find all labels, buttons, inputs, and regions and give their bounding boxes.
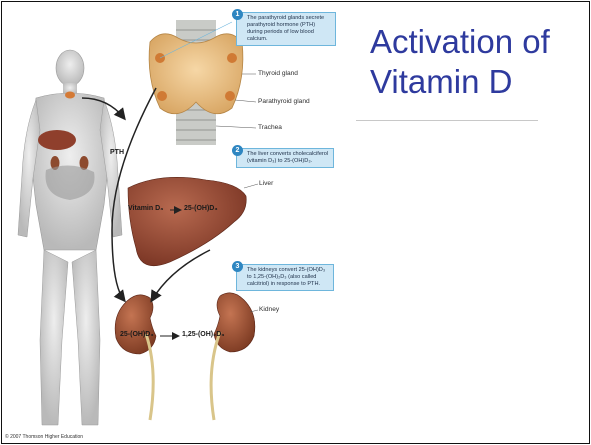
label-vitamin-d3: Vitamin D₃ <box>128 205 163 212</box>
label-trachea: Trachea <box>258 124 282 131</box>
label-kidney: Kidney <box>259 306 279 313</box>
callout-liver: 2 The liver converts cholecalciferol (vi… <box>236 148 334 168</box>
copyright-credit: © 2007 Thomson Higher Education <box>5 434 83 440</box>
label-25-oh-d3-liver: 25-(OH)D₃ <box>184 205 218 212</box>
slide-title: Activation of Vitamin D <box>370 22 585 102</box>
callout-text-parathyroid: The parathyroid glands secrete parathyro… <box>247 15 324 42</box>
liver-illustration <box>128 177 258 265</box>
callout-kidney: 3 The kidneys convert 25-(OH)D₃ to 1,25-… <box>236 264 334 291</box>
label-thyroid-gland: Thyroid gland <box>258 70 298 77</box>
vitamin-d-figure: 1 The parathyroid glands secrete parathy… <box>0 0 360 445</box>
label-25-oh-d3-kidney: 25-(OH)D₃ <box>120 331 154 338</box>
callout-text-liver: The liver converts cholecalciferol (vita… <box>247 151 328 164</box>
figure-illustration <box>0 0 360 445</box>
callout-parathyroid: 1 The parathyroid glands secrete parathy… <box>236 12 336 46</box>
label-liver: Liver <box>259 180 273 187</box>
callout-text-kidney: The kidneys convert 25-(OH)D₃ to 1,25-(O… <box>247 267 325 287</box>
label-pth: PTH <box>110 149 124 156</box>
callout-number-3: 3 <box>232 261 243 272</box>
label-calcitriol: 1,25-(OH)₂D₃ <box>182 331 225 338</box>
label-parathyroid-gland: Parathyroid gland <box>258 98 310 105</box>
human-body <box>18 50 122 425</box>
kidney-illustration <box>115 293 258 420</box>
callout-number-1: 1 <box>232 9 243 20</box>
callout-number-2: 2 <box>232 145 243 156</box>
title-divider <box>356 120 538 121</box>
